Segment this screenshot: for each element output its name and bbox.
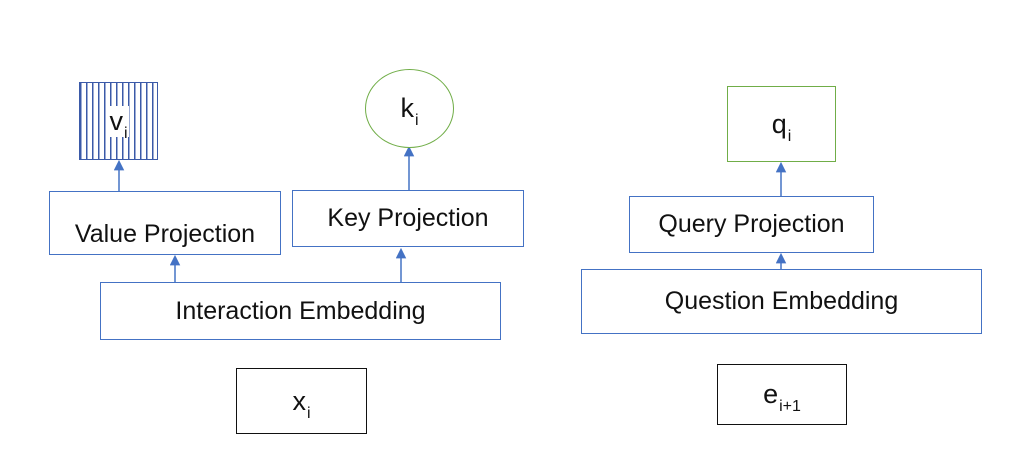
value-symbol: vi [108, 105, 129, 142]
key-vector-node: ki [365, 69, 454, 148]
value-subscript: i [123, 124, 128, 142]
value-vector-node: vi [79, 82, 158, 160]
key-subscript: i [414, 112, 419, 129]
input-e-subscript: i+1 [779, 398, 801, 415]
value-projection-node: Value Projection [49, 191, 281, 255]
key-projection-node: Key Projection [292, 190, 524, 247]
question-embedding-node: Question Embedding [581, 269, 982, 334]
input-x-subscript: i [306, 404, 311, 422]
query-vector-node: qi [727, 86, 836, 162]
interaction-embedding-label: Interaction Embedding [175, 296, 426, 325]
query-subscript: i [787, 127, 792, 145]
query-projection-node: Query Projection [629, 196, 874, 253]
input-x-node: xi [236, 368, 367, 434]
query-symbol: qi [771, 108, 792, 145]
input-x-symbol: xi [292, 385, 311, 422]
value-projection-label: Value Projection [74, 219, 256, 248]
interaction-embedding-node: Interaction Embedding [100, 282, 501, 340]
key-symbol: ki [400, 93, 419, 129]
question-embedding-label: Question Embedding [664, 287, 899, 315]
query-projection-label: Query Projection [658, 210, 845, 238]
key-projection-label: Key Projection [327, 204, 489, 232]
input-e-symbol: ei+1 [763, 379, 801, 415]
input-e-node: ei+1 [717, 364, 847, 425]
